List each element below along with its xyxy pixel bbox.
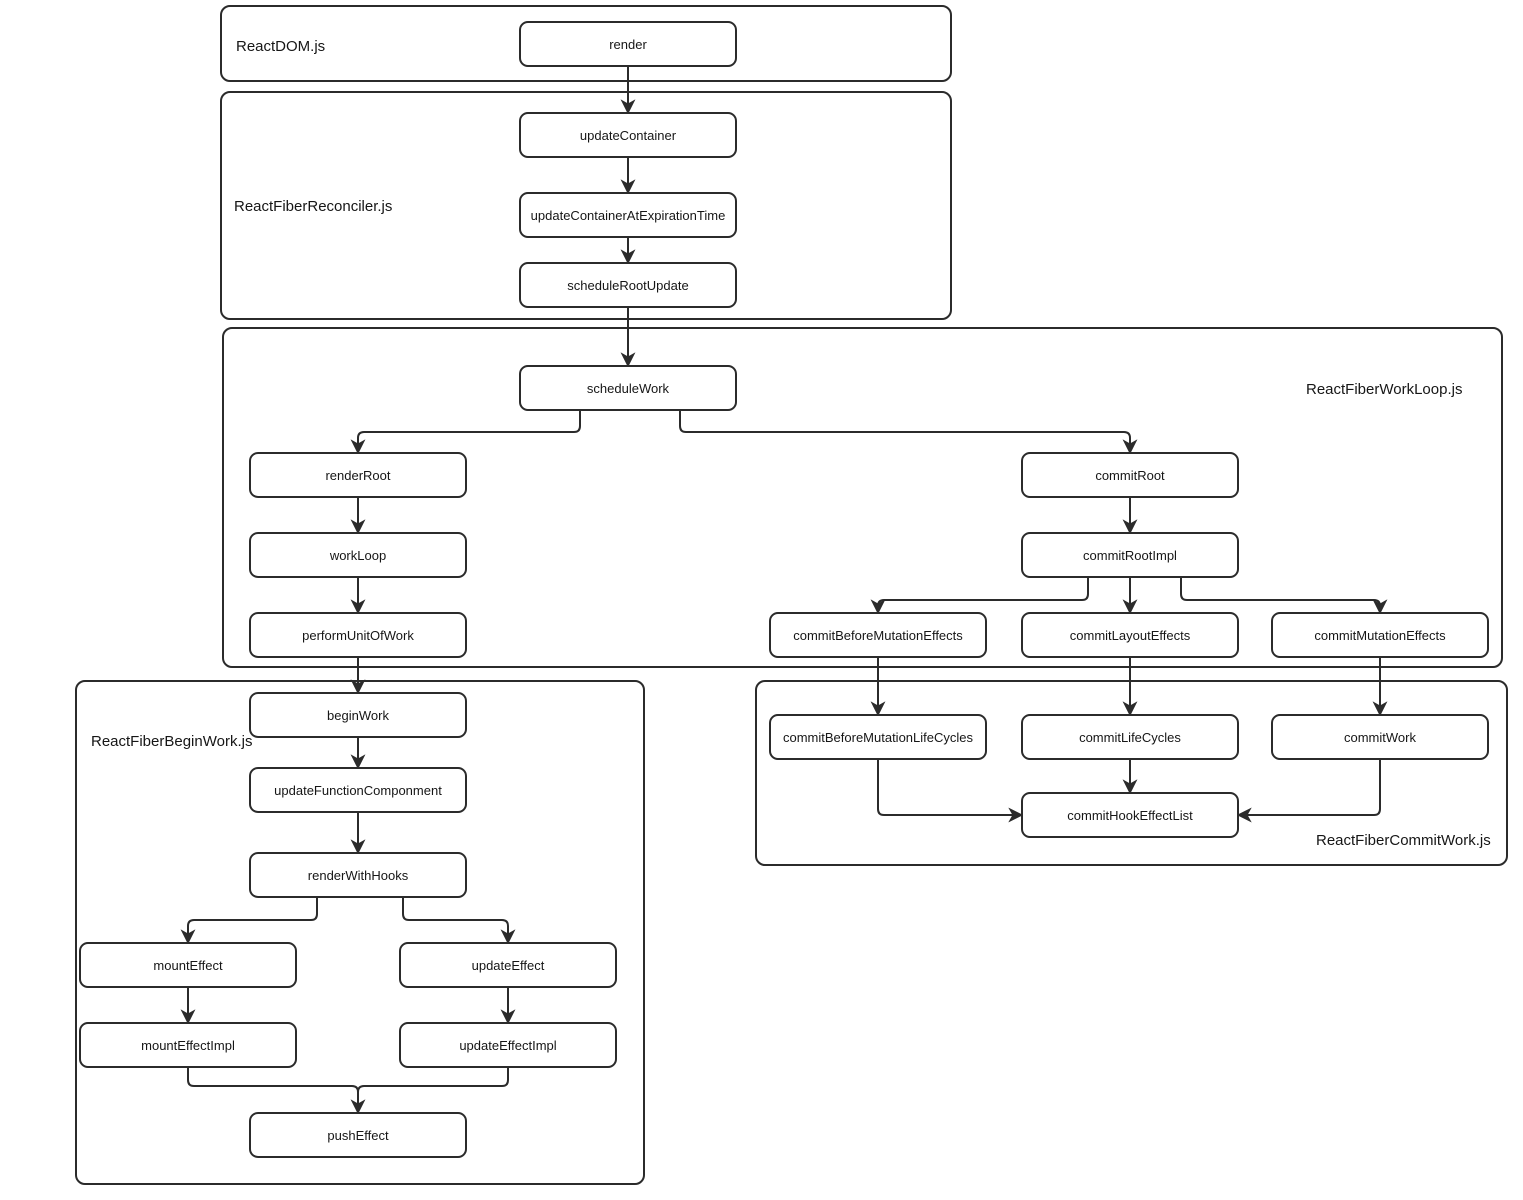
node-commitWork: commitWork: [1271, 714, 1489, 760]
edge-renderWithHooks-updateEffect: [402, 898, 516, 945]
edge-renderWithHooks-mountEffect: [180, 898, 318, 945]
edge-scheduleWork-commitRoot: [679, 411, 1138, 455]
node-commitBeforeMutationLifeCycles: commitBeforeMutationLifeCycles: [769, 714, 987, 760]
container-reactdom-label: ReactDOM.js: [236, 38, 326, 55]
node-commitHookEffectList: commitHookEffectList: [1021, 792, 1239, 838]
node-commitLifeCycles: commitLifeCycles: [1021, 714, 1239, 760]
edge-commitBeforeMutationLifeCycles-commitHookEffectList: [877, 760, 1024, 823]
edge-commitRootImpl-commitMutationEffects: [1180, 578, 1388, 615]
node-workLoop: workLoop: [249, 532, 467, 578]
node-commitRoot: commitRoot: [1021, 452, 1239, 498]
container-reactfiberreconciler-label: ReactFiberReconciler.js: [234, 198, 393, 215]
edge-commitWork-commitHookEffectList: [1236, 760, 1381, 823]
edge-mountEffectImpl-pushEffect: [187, 1068, 366, 1115]
node-beginWork: beginWork: [249, 692, 467, 738]
node-performUnitOfWork: performUnitOfWork: [249, 612, 467, 658]
node-pushEffect: pushEffect: [249, 1112, 467, 1158]
edge-commitRootImpl-commitBeforeMutationEffects: [870, 578, 1089, 615]
edge-scheduleWork-renderRoot: [350, 411, 581, 455]
node-updateFunctionComponment: updateFunctionComponment: [249, 767, 467, 813]
container-reactfiberworkloop-label: ReactFiberWorkLoop.js: [1306, 381, 1463, 398]
node-mountEffect: mountEffect: [79, 942, 297, 988]
node-updateContainer: updateContainer: [519, 112, 737, 158]
container-reactdom: [220, 5, 952, 82]
node-commitBeforeMutationEffects: commitBeforeMutationEffects: [769, 612, 987, 658]
container-reactfiberreconciler: [220, 91, 952, 320]
container-reactfibercommitwork-label: ReactFiberCommitWork.js: [1316, 832, 1491, 849]
container-reactfiberbeginwork-label: ReactFiberBeginWork.js: [91, 733, 253, 750]
node-scheduleRootUpdate: scheduleRootUpdate: [519, 262, 737, 308]
node-updateEffectImpl: updateEffectImpl: [399, 1022, 617, 1068]
node-updateEffect: updateEffect: [399, 942, 617, 988]
node-updateContainerAtExpirationTime: updateContainerAtExpirationTime: [519, 192, 737, 238]
node-commitLayoutEffects: commitLayoutEffects: [1021, 612, 1239, 658]
node-scheduleWork: scheduleWork: [519, 365, 737, 411]
node-commitMutationEffects: commitMutationEffects: [1271, 612, 1489, 658]
node-mountEffectImpl: mountEffectImpl: [79, 1022, 297, 1068]
container-reactfiberworkloop: [222, 327, 1503, 668]
node-commitRootImpl: commitRootImpl: [1021, 532, 1239, 578]
container-reactfibercommitwork: [755, 680, 1508, 866]
edge-updateEffectImpl-pushEffect: [357, 1068, 509, 1100]
node-render: render: [519, 21, 737, 67]
node-renderWithHooks: renderWithHooks: [249, 852, 467, 898]
node-renderRoot: renderRoot: [249, 452, 467, 498]
